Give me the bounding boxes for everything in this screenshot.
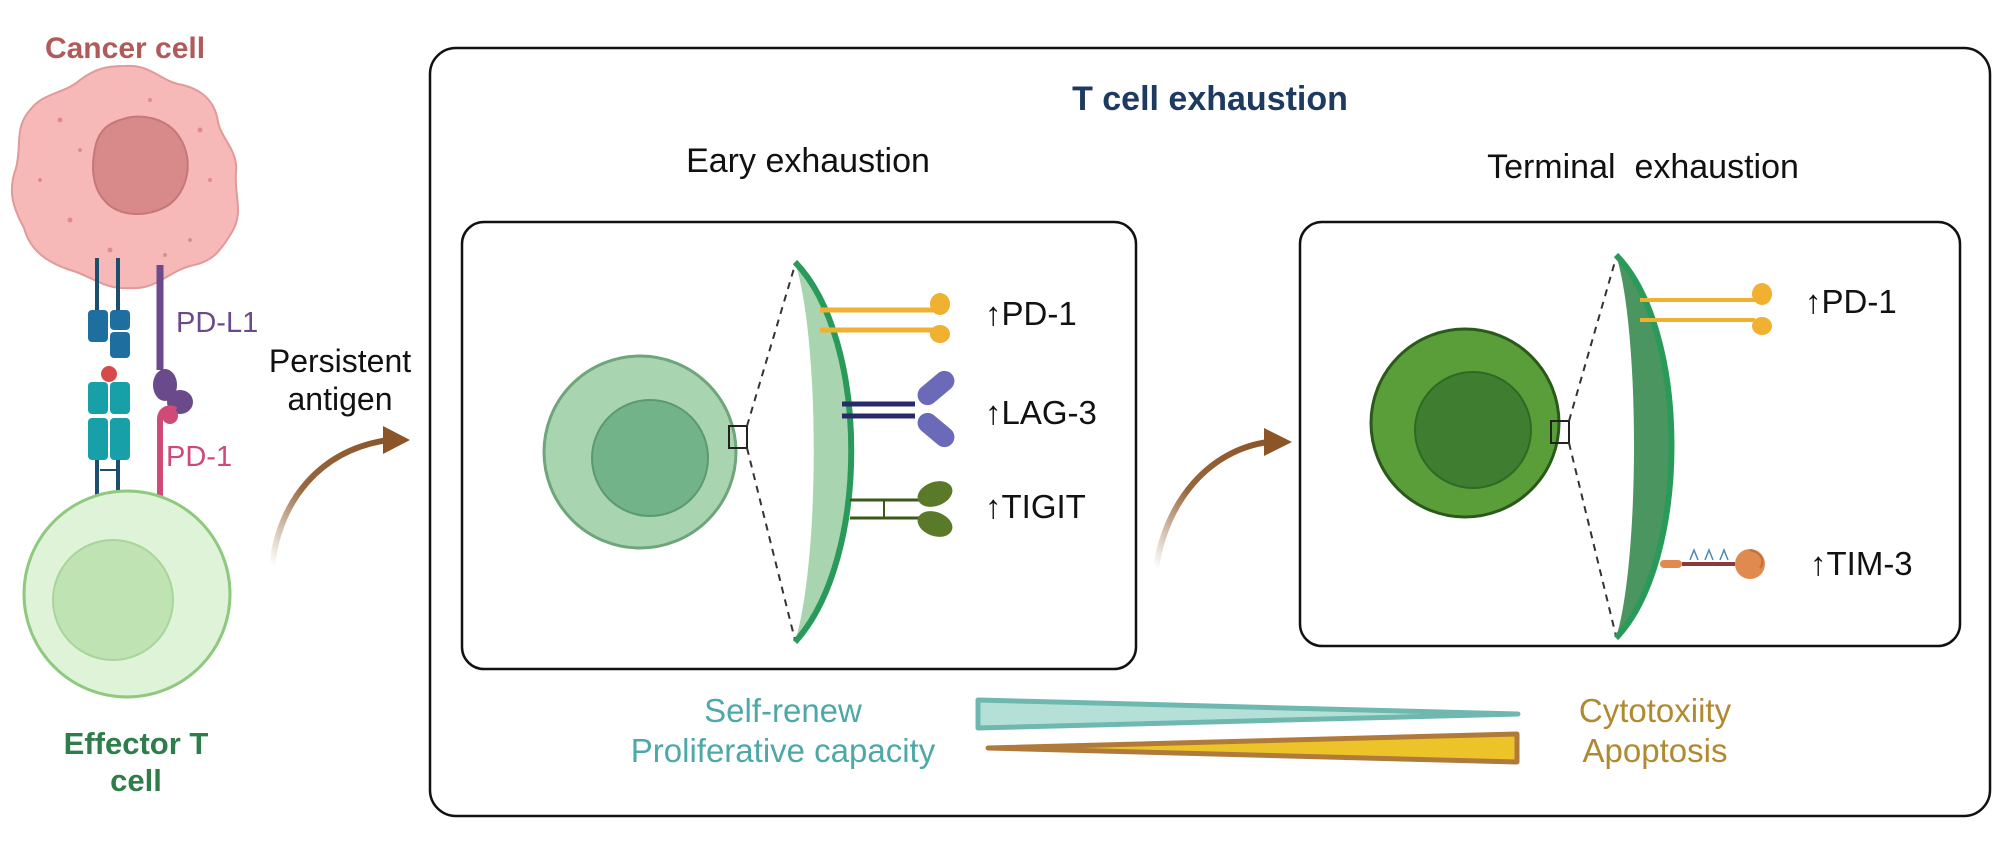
persistent-antigen-label: Persistent <box>269 343 411 379</box>
terminal-marker-pd1: ↑PD-1 <box>1805 283 1897 320</box>
panel-title: T cell exhaustion <box>1072 80 1348 118</box>
pdl1-label: PD-L1 <box>176 307 258 339</box>
terminal-pd1-receptor <box>1640 283 1772 335</box>
tcr-mhc-complex <box>88 258 130 530</box>
effector-t-cell-label-2: cell <box>110 763 162 798</box>
pdl1-pd1-pair <box>153 265 193 500</box>
effector-t-cell-label: Effector T <box>64 726 209 761</box>
persistent-antigen-label-2: antigen <box>288 381 393 417</box>
progression-arrow <box>1153 428 1292 569</box>
early-marker-lag3: ↑LAG-3 <box>985 394 1097 431</box>
early-exhaustion-box <box>460 220 1138 671</box>
terminal-exhaustion-title: Terminal exhaustion <box>1487 148 1799 186</box>
exhaustion-panel <box>428 46 1992 818</box>
gradient-label-cytotoxicity: Cytotoxiity <box>1579 692 1732 729</box>
effector-t-cell <box>22 489 232 699</box>
gradient-label-proliferative: Proliferative capacity <box>631 732 936 769</box>
tim3-receptor <box>1660 547 1765 579</box>
early-exhaustion-title: Eary exhaustion <box>686 142 930 180</box>
lag3-receptor <box>842 370 955 448</box>
gradient-label-apoptosis: Apoptosis <box>1583 732 1728 769</box>
terminal-exhaustion-box <box>1298 220 1962 648</box>
early-marker-pd1: ↑PD-1 <box>985 295 1077 332</box>
cancer-cell-label: Cancer cell <box>45 32 205 65</box>
terminal-t-cell <box>1369 257 1617 637</box>
terminal-membrane-zoom <box>1613 252 1675 641</box>
early-membrane-zoom <box>792 259 855 645</box>
persistent-antigen-arrow <box>269 426 410 566</box>
early-marker-tigit: ↑TIGIT <box>985 488 1086 525</box>
cancer-cell <box>10 64 239 290</box>
terminal-marker-tim3: ↑TIM-3 <box>1810 545 1913 582</box>
early-pd1-receptor <box>820 293 950 343</box>
gradient-wedges <box>975 697 1521 765</box>
tigit-receptor <box>850 481 953 537</box>
early-t-cell <box>542 264 796 641</box>
pd1-label: PD-1 <box>166 441 232 473</box>
gradient-label-self-renew: Self-renew <box>704 692 862 729</box>
